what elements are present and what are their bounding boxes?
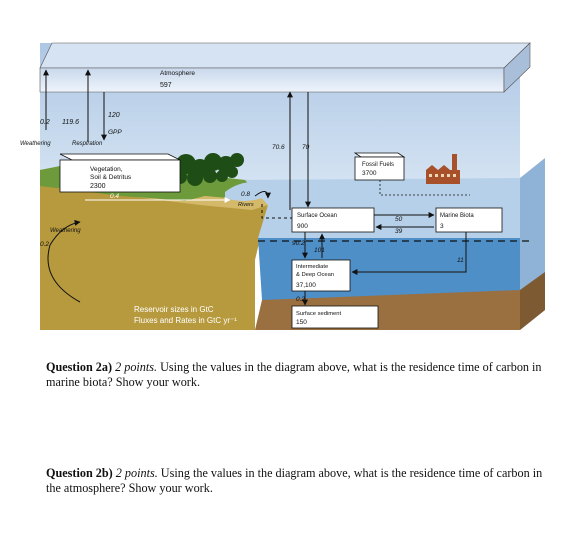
deep-ocean-name-2: & Deep Ocean (296, 272, 334, 278)
question-2a-text: Using the values in the diagram above, w… (46, 360, 542, 389)
deep-ocean-name-1: Intermediate (296, 264, 328, 270)
atmosphere-value: 597 (160, 82, 172, 89)
atm-to-ocean-value: 70 (302, 144, 310, 151)
gpp-label: GPP (108, 129, 122, 136)
gpp-value: 120 (108, 112, 120, 119)
weathering-top-label: Weathering (20, 141, 51, 147)
biota-to-surface-value: 39 (395, 228, 403, 235)
sediment-name: Surface sediment (296, 311, 341, 317)
marine-biota-value: 3 (440, 223, 444, 230)
question-2a: Question 2a) 2 points. Using the values … (46, 360, 551, 390)
surface-to-biota-value: 50 (395, 216, 403, 223)
soil-block (40, 170, 268, 330)
respiration-value: 119.6 (62, 119, 79, 126)
deep-ocean-value: 37,100 (296, 282, 316, 289)
biota-to-deep-arrow (351, 232, 467, 275)
ocean-to-atm-value: 70.6 (272, 144, 285, 151)
veg-to-river-value: 0.4 (110, 193, 119, 200)
surface-ocean-value: 900 (297, 223, 308, 230)
vegetation-name-2: Soil & Detritus (90, 174, 132, 181)
fossil-fuels-arrow (379, 180, 470, 196)
question-2b: Question 2b) 2 points. Using the values … (46, 466, 551, 496)
river-arrow (254, 191, 271, 199)
river-dashed-path (261, 204, 292, 219)
ground-side (520, 272, 545, 330)
surface-sediment-box: Surface sediment 150 (291, 305, 379, 329)
question-2b-text: Using the values in the diagram above, w… (46, 466, 543, 495)
rivers-value: 0.8 (241, 191, 250, 198)
respiration-label: Respiration (72, 141, 103, 147)
question-2b-label: Question 2b) (46, 466, 113, 480)
vegetation-value: 2300 (90, 183, 106, 190)
surface-ocean-box: Surface Ocean 900 (291, 207, 375, 233)
rivers-label: Rivers (238, 202, 254, 208)
atmosphere-box (39, 42, 531, 93)
atmosphere-name: Atmosphere (160, 70, 195, 77)
weathering-arc-arrow (47, 219, 81, 303)
question-2a-points: 2 points. (115, 360, 158, 374)
sediment-value: 150 (296, 319, 307, 326)
marine-biota-box: Marine Biota 3 (435, 207, 503, 233)
river-lagoon (225, 181, 269, 201)
marine-biota-name: Marine Biota (440, 213, 474, 219)
carbon-cycle-diagram: Vegetation, Soil & Detritus 2300 Fossil … (20, 42, 545, 330)
weathering-top-value: 0.2 (40, 119, 50, 126)
fossil-fuels-name: Fossil Fuels (362, 162, 394, 168)
question-2b-points: 2 points. (115, 466, 158, 480)
to-sediment-value: 0.2 (296, 296, 305, 303)
weathering-bottom-label: Weathering (50, 228, 81, 234)
fossil-fuels-value: 3700 (362, 170, 377, 177)
deep-to-surface-value: 101 (314, 247, 325, 254)
fossil-fuels-box: Fossil Fuels 3700 (353, 152, 406, 181)
question-2a-label: Question 2a) (46, 360, 113, 374)
legend-line-1: Reservoir sizes in GtC (134, 305, 214, 314)
vegetation-box: Vegetation, Soil & Detritus 2300 (59, 153, 181, 193)
surface-ocean-name: Surface Ocean (297, 213, 337, 219)
vegetation-name-1: Vegetation, (90, 166, 123, 173)
legend-line-2: Fluxes and Rates in GtC yr⁻¹ (134, 316, 237, 325)
deep-ocean-box: Intermediate & Deep Ocean 37,100 (291, 259, 351, 292)
surface-to-deep-value: 90.2 (292, 240, 305, 247)
factory-icon (426, 154, 460, 184)
weathering-bottom-value: 0.2 (40, 241, 49, 248)
biota-to-deep-value: 11 (457, 257, 464, 264)
